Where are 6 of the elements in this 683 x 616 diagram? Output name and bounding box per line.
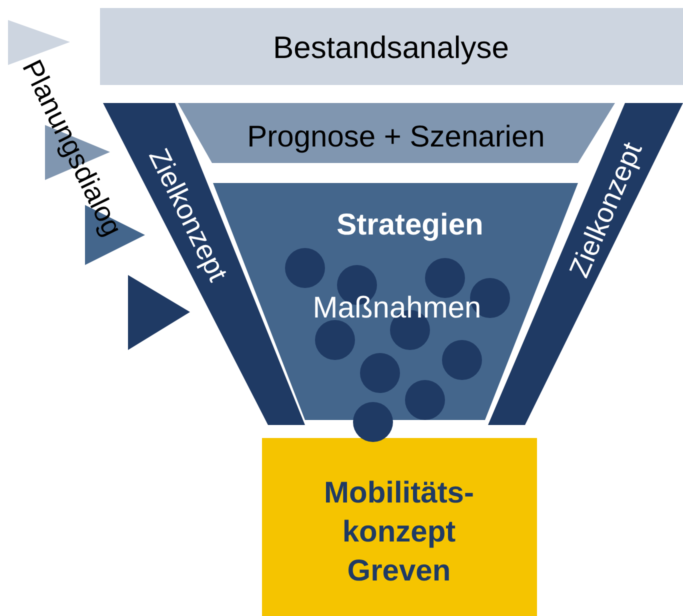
stage-label: Prognose + Szenarien [246, 120, 546, 156]
result-box [262, 438, 537, 616]
stage-label: Maßnahmen [312, 290, 482, 326]
stage-label: Strategien [336, 208, 484, 244]
stage-label: Mobilitäts- konzept Greven [323, 476, 475, 590]
stage-label: Bestandsanalyse [272, 28, 510, 67]
